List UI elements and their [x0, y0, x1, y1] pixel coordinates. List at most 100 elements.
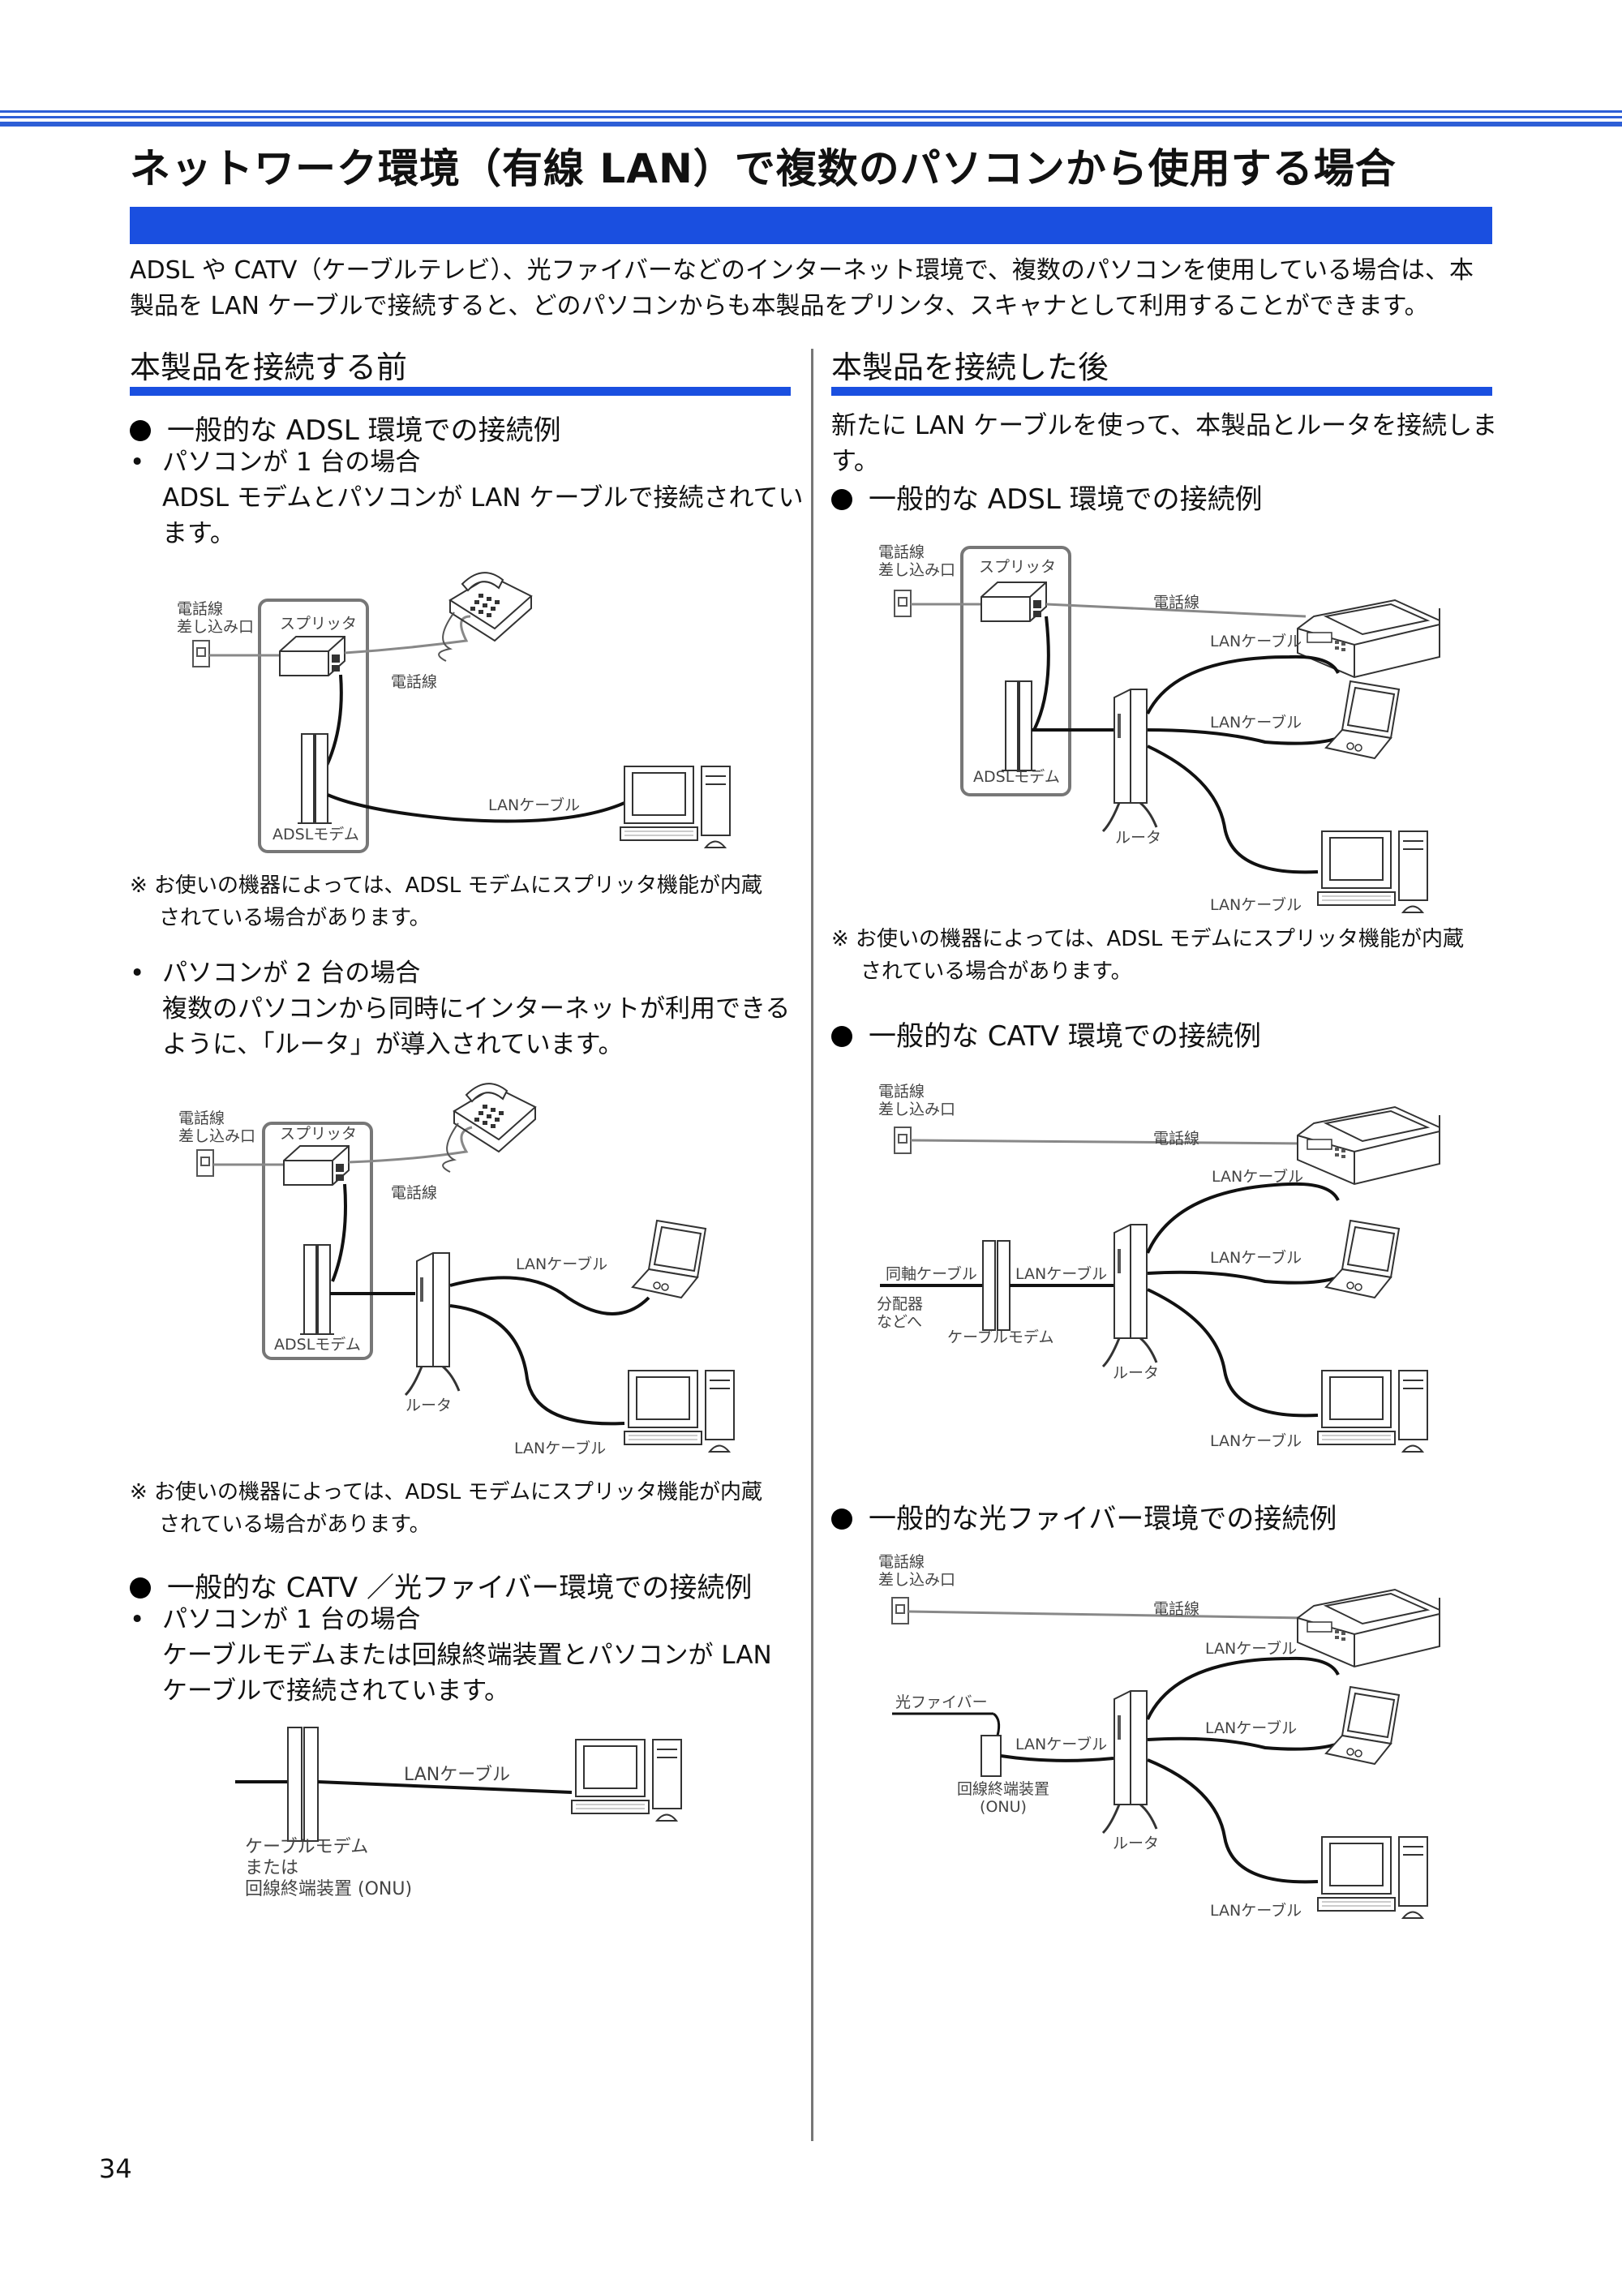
label-phone-jack: 電話線差し込み口	[878, 1553, 956, 1589]
left-catv-heading: 一般的な CATV ／光ファイバー環境での接続例	[130, 1565, 752, 1605]
left-catv-desc-2: ケーブルで接続されています。	[162, 1676, 510, 1706]
label-adsl-modem: ADSLモデム	[274, 1336, 361, 1354]
laptop-icon	[1325, 1220, 1400, 1298]
desktop-pc-icon	[1317, 1836, 1428, 1919]
laptop-icon	[632, 1220, 706, 1298]
label-adsl-modem: ADSLモデム	[272, 826, 359, 843]
label-lan-cable: LANケーブル	[514, 1440, 607, 1457]
left-one-pc-title: パソコンが 1 台の場合	[162, 448, 421, 477]
diagram-adsl-after	[894, 546, 1440, 913]
left-catv-one-pc-title: パソコンが 1 台の場合	[162, 1605, 421, 1634]
right-note: ※ お使いの機器によっては、ADSL モデムにスプリッタ機能が内蔵 されている場…	[831, 927, 1464, 984]
splitter-modem-frame	[262, 1122, 373, 1360]
left-two-pc-title: パソコンが 2 台の場合	[162, 959, 421, 988]
right-adsl-heading: 一般的な ADSL 環境での接続例	[831, 477, 1263, 517]
laptop-icon	[1325, 1686, 1400, 1765]
adsl-modem-icon	[297, 733, 333, 824]
onu-icon	[980, 1735, 1002, 1777]
label-phone-line: 電話線	[1153, 1600, 1200, 1618]
diagram-catv-after	[880, 1106, 1440, 1453]
left-two-pc-block: •パソコンが 2 台の場合 複数のパソコンから同時にインターネットが利用できる …	[130, 955, 803, 1062]
left-catv-block: •パソコンが 1 台の場合 ケーブルモデムまたは回線終端装置とパソコンが LAN…	[130, 1602, 803, 1709]
label-onu: 回線終端装置(ONU)	[957, 1780, 1050, 1816]
header-rule-3	[0, 122, 1622, 127]
right-fiber-heading: 一般的な光ファイバー環境での接続例	[831, 1496, 1337, 1536]
label-splitter: スプリッタ	[979, 558, 1057, 576]
label-lan-cable: LANケーブル	[1212, 1168, 1304, 1186]
label-phone-jack: 電話線差し込み口	[178, 1109, 256, 1145]
label-router: ルータ	[1113, 1364, 1160, 1382]
phone-jack-icon	[196, 1149, 214, 1177]
label-lan-cable: LANケーブル	[516, 1255, 608, 1273]
label-lan-cable: LANケーブル	[1210, 714, 1302, 732]
label-lan-cable: LANケーブル	[1210, 633, 1302, 650]
label-splitter: スプリッタ	[280, 1125, 358, 1143]
right-catv-heading: 一般的な CATV 環境での接続例	[831, 1014, 1261, 1054]
left-one-pc-block: •パソコンが 1 台の場合 ADSL モデムとパソコンが LAN ケーブルで接続…	[130, 444, 804, 551]
column-divider	[811, 349, 813, 2141]
left-two-pc-desc-1: 複数のパソコンから同時にインターネットが利用できる	[162, 994, 791, 1024]
label-splitter: スプリッタ	[280, 615, 358, 633]
label-to-distributor: 分配器などへ	[877, 1295, 924, 1331]
printer-mfc-icon	[1297, 1589, 1440, 1667]
intro-text: ADSL や CATV（ケーブルテレビ）、光ファイバーなどのインターネット環境で…	[130, 253, 1500, 324]
label-lan-cable: LANケーブル	[1210, 1249, 1302, 1267]
desktop-pc-icon	[624, 1370, 735, 1453]
splitter-modem-frame	[960, 546, 1071, 796]
right-column-rule	[831, 387, 1492, 396]
router-icon	[1101, 1223, 1158, 1368]
cable-modem-icon	[982, 1240, 996, 1331]
bullet-dot-icon	[831, 1026, 852, 1047]
bullet-dot-icon	[130, 1577, 151, 1599]
title-bar	[130, 207, 1492, 244]
label-lan-cable: LANケーブル	[1210, 896, 1302, 914]
label-phone-line: 電話線	[1153, 1130, 1200, 1148]
label-lan-cable: LANケーブル	[1205, 1640, 1298, 1658]
label-lan-cable: LANケーブル	[404, 1765, 510, 1785]
splitter-modem-frame	[258, 599, 369, 853]
right-column-heading: 本製品を接続した後	[831, 350, 1109, 385]
diagram-fiber-after	[891, 1589, 1440, 1919]
phone-jack-icon	[894, 590, 912, 617]
label-lan-cable: LANケーブル	[1015, 1736, 1108, 1753]
label-lan-cable: LANケーブル	[488, 796, 581, 814]
label-lan-cable: LANケーブル	[1210, 1432, 1302, 1450]
label-optical-fiber: 光ファイバー	[895, 1693, 988, 1711]
router-icon	[404, 1251, 461, 1397]
bullet-dot-icon	[831, 489, 852, 510]
label-phone-jack: 電話線差し込み口	[878, 1083, 956, 1118]
printer-mfc-icon	[1297, 599, 1440, 678]
left-one-pc-desc-2: ます。	[162, 519, 235, 548]
label-router: ルータ	[1113, 1835, 1160, 1852]
diagram-catv-one-pc	[235, 1727, 682, 1842]
page-number: 34	[99, 2153, 132, 2184]
splitter-icon	[279, 636, 345, 676]
label-cable-modem-or-onu: ケーブルモデムまたは回線終端装置 (ONU)	[245, 1837, 413, 1899]
diagram-adsl-two-pc	[196, 1083, 735, 1453]
phone-jack-icon	[192, 640, 210, 667]
left-two-pc-desc-2: ように、「ルータ」が導入されています。	[162, 1030, 624, 1059]
header-rule-1	[0, 110, 1622, 113]
label-cable-modem: ケーブルモデム	[947, 1328, 1054, 1346]
label-router: ルータ	[406, 1397, 453, 1414]
telephone-icon	[442, 1083, 536, 1173]
phone-jack-icon	[894, 1127, 912, 1154]
laptop-icon	[1325, 680, 1400, 759]
cable-modem-icon	[287, 1727, 303, 1842]
printer-mfc-icon	[1297, 1106, 1440, 1185]
splitter-icon	[980, 582, 1047, 622]
adsl-modem-icon	[1001, 680, 1036, 771]
intro-line-2: 製品を LAN ケーブルで接続すると、どのパソコンからも本製品をプリンタ、スキャ…	[130, 292, 1429, 320]
left-catv-desc-1: ケーブルモデムまたは回線終端装置とパソコンが LAN	[162, 1641, 772, 1670]
label-coax-cable: 同軸ケーブル	[886, 1265, 977, 1283]
splitter-icon	[283, 1145, 350, 1186]
desktop-pc-icon	[620, 766, 731, 848]
desktop-pc-icon	[571, 1739, 682, 1822]
label-adsl-modem: ADSLモデム	[973, 768, 1060, 786]
adsl-modem-icon	[299, 1244, 335, 1335]
intro-line-1: ADSL や CATV（ケーブルテレビ）、光ファイバーなどのインターネット環境で…	[130, 256, 1474, 285]
phone-jack-icon	[891, 1597, 909, 1624]
header-rule-2	[0, 116, 1622, 118]
left-column-heading: 本製品を接続する前	[130, 350, 408, 385]
